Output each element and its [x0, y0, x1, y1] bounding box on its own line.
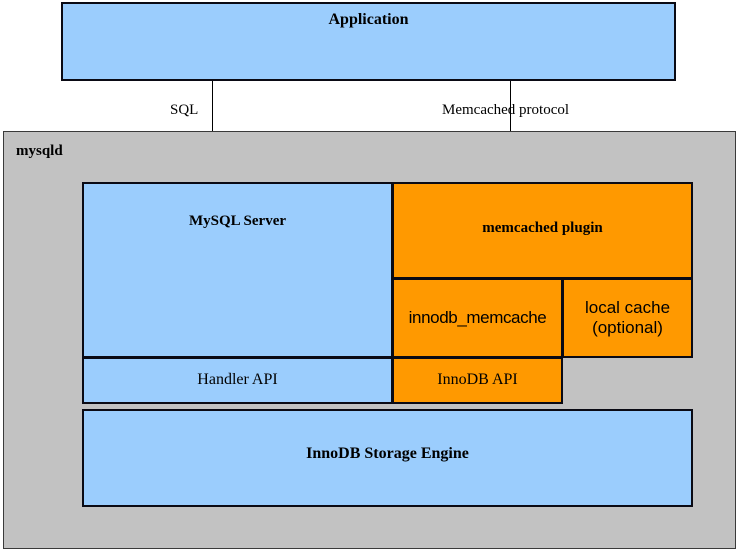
local-cache-box: local cache (optional) [562, 278, 693, 358]
innodb-api-label: InnoDB API [437, 371, 518, 389]
application-box: Application [61, 2, 676, 81]
mysql-server-box: MySQL Server [82, 182, 393, 358]
local-cache-label-line2: (optional) [592, 318, 663, 337]
innodb-storage-engine-label: InnoDB Storage Engine [306, 445, 469, 462]
innodb-memcache-box: innodb_memcache [392, 278, 563, 358]
innodb-api-box: InnoDB API [392, 357, 563, 404]
handler-api-label: Handler API [197, 371, 278, 389]
memcached-arrow-label: Memcached protocol [442, 102, 570, 118]
innodb-storage-engine-box: InnoDB Storage Engine [82, 409, 693, 507]
local-cache-label: local cache (optional) [585, 298, 670, 337]
memcached-arrow-line [510, 81, 511, 167]
handler-api-box: Handler API [82, 357, 393, 404]
mysqld-label: mysqld [16, 143, 63, 159]
innodb-memcache-label: innodb_memcache [408, 308, 547, 328]
mysql-server-label: MySQL Server [188, 213, 287, 229]
sql-arrow-line [212, 81, 213, 164]
application-label: Application [328, 11, 409, 28]
memcached-plugin-label: memcached plugin [482, 220, 603, 236]
sql-arrow-label: SQL [170, 102, 199, 118]
local-cache-label-line1: local cache [584, 298, 671, 318]
memcached-plugin-box: memcached plugin [392, 182, 693, 279]
